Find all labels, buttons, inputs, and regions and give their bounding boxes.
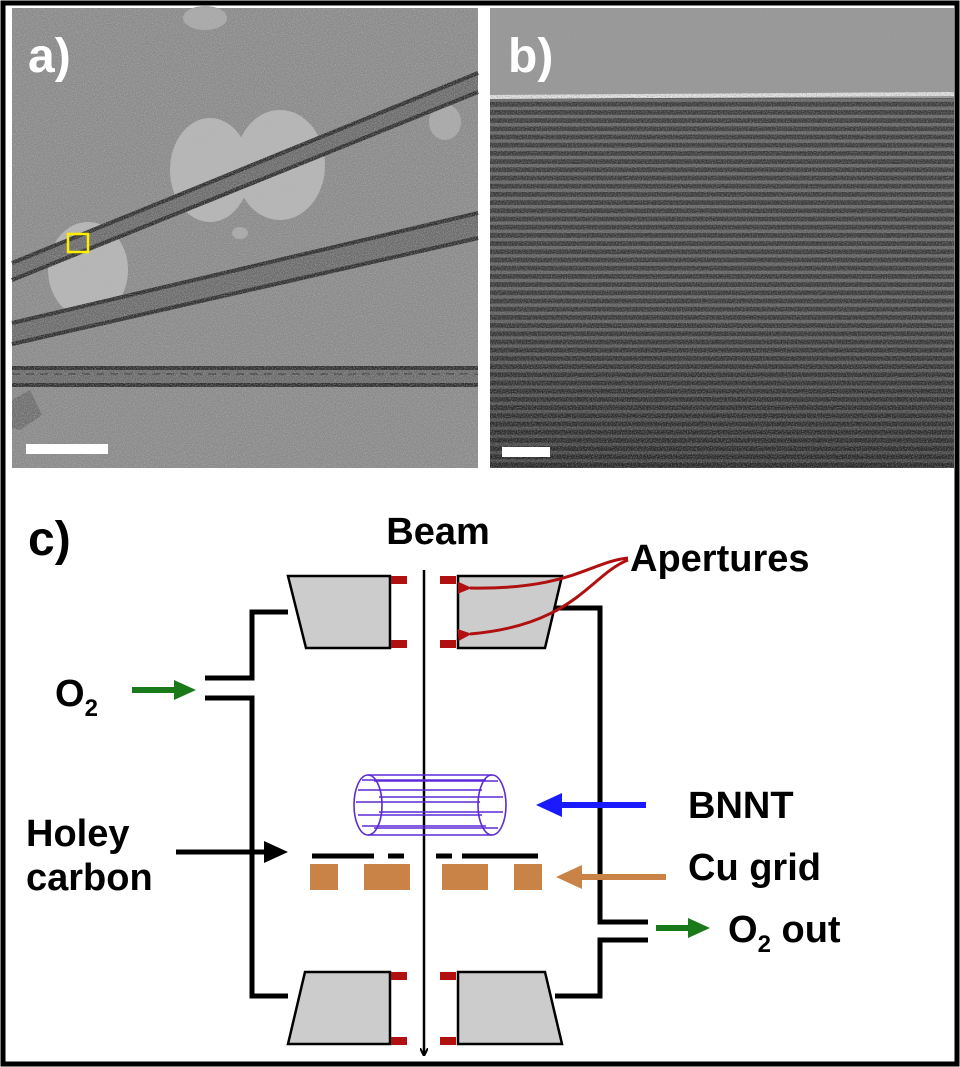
chamber-wall-left <box>205 609 288 999</box>
chamber-wall-right <box>548 605 648 999</box>
holey-carbon-arrow <box>176 841 288 863</box>
bnnt-arrow <box>536 793 646 817</box>
panel-c-label: c) <box>28 513 71 566</box>
panel-b-micrograph: b) <box>489 8 955 468</box>
pole-piece-bottom-right <box>456 970 564 1046</box>
panel-c-schematic: c) Beam Apertures O2 <box>26 511 841 1054</box>
cu-grid-label: Cu grid <box>688 847 821 889</box>
cu-grid <box>310 864 542 890</box>
o2-in-arrow <box>132 680 196 700</box>
scale-bar <box>26 444 108 454</box>
o2-out-label: O2 out <box>728 909 841 958</box>
pole-piece-top-right <box>456 574 564 650</box>
bnnt-label: BNNT <box>688 785 794 827</box>
panel-b-label: b) <box>508 30 553 83</box>
apertures <box>391 576 456 1045</box>
o2-out-arrow <box>656 918 710 938</box>
cu-grid-arrow <box>556 865 666 889</box>
aperture-arrow <box>457 558 629 642</box>
o2-in-label: O2 <box>55 673 98 722</box>
pole-piece-bottom-left <box>286 970 392 1046</box>
aperture-arrow <box>457 556 629 594</box>
scale-bar <box>502 447 550 457</box>
roi-box <box>66 232 90 254</box>
beam-label: Beam <box>386 511 490 553</box>
bnnt-tube <box>353 774 507 836</box>
apertures-label: Apertures <box>630 538 810 580</box>
panel-a-label: a) <box>28 30 71 83</box>
pole-piece-top-left <box>286 574 392 650</box>
panel-a-micrograph: a) <box>11 6 479 468</box>
